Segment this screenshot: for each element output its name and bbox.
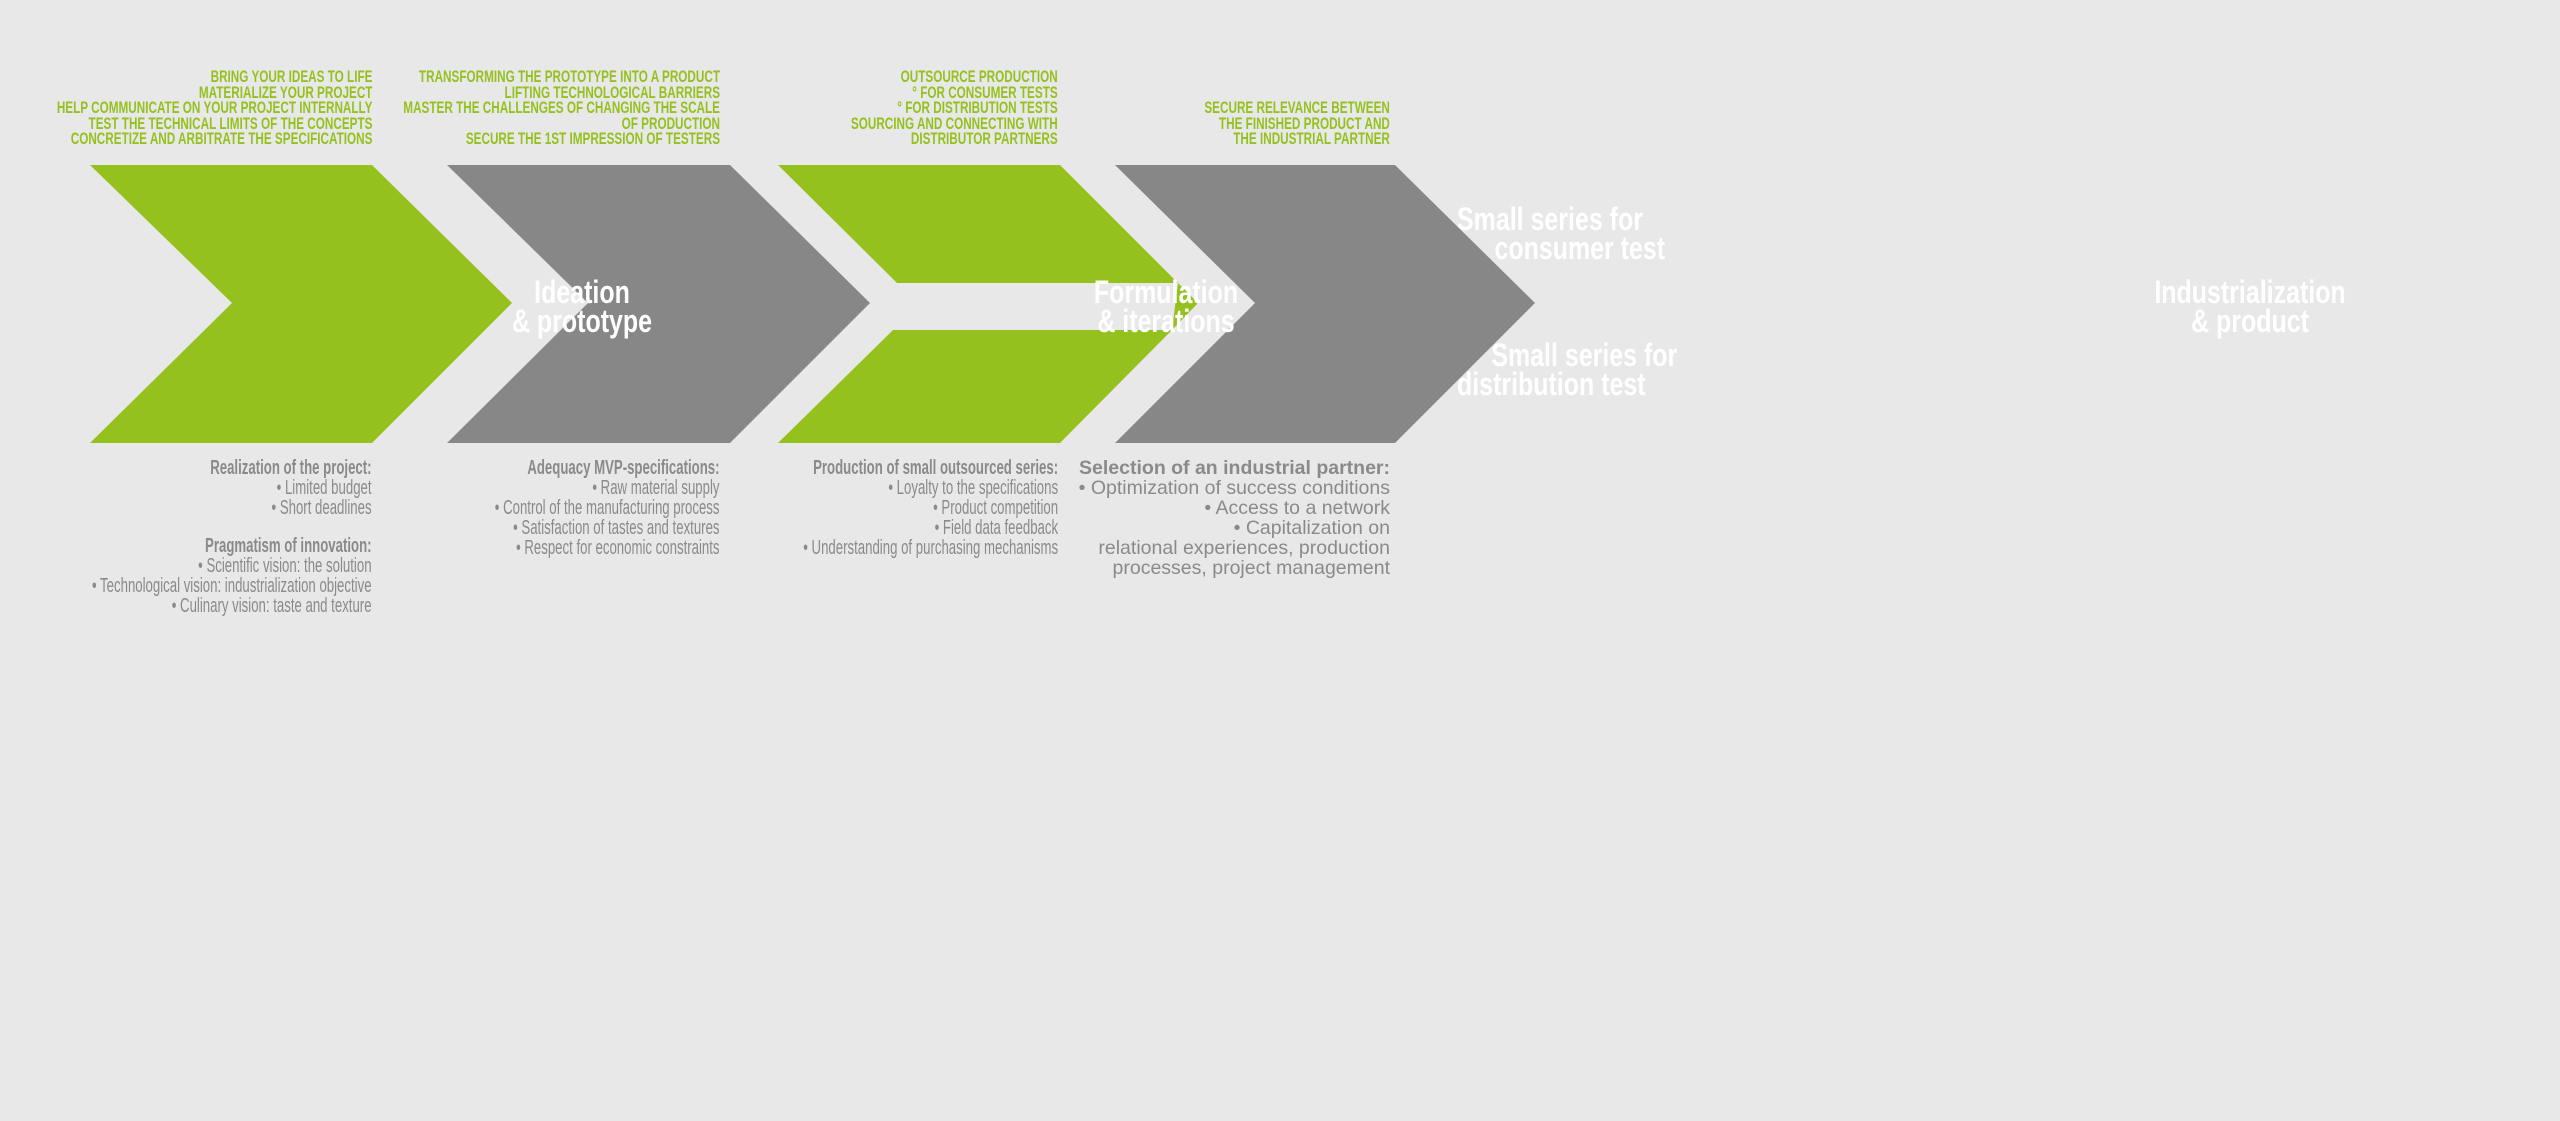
title-line: distribution test — [1457, 366, 1646, 402]
stage-title-consumer-test: Small series for consumer test — [1457, 201, 1666, 266]
detail-item: • Product competition — [933, 497, 1058, 519]
goal: MASTER THE CHALLENGES OF CHANGING THE SC… — [403, 98, 720, 117]
stage-title-industrialization: Industrialization & product — [2154, 274, 2346, 339]
goal: BRING YOUR IDEAS TO LIFE — [210, 67, 372, 86]
details-industrialization: Selection of an industrial partner: • Op… — [1079, 458, 1390, 578]
detail-item: • Capitalization on — [1233, 517, 1390, 539]
details-heading: Adequacy MVP-specifications: — [527, 457, 720, 479]
details-small-series: Production of small outsourced series: •… — [803, 458, 1058, 558]
goals-industrialization: SECURE RELEVANCE BETWEEN THE FINISHED PR… — [1204, 98, 1390, 148]
title-line: Small series for — [1457, 201, 1643, 237]
chevron-formulation — [447, 165, 870, 443]
goal: THE INDUSTRIAL PARTNER — [1233, 129, 1390, 148]
details-heading: Production of small outsourced series: — [813, 457, 1058, 479]
goal: THE FINISHED PRODUCT AND — [1219, 113, 1390, 133]
goal: SECURE RELEVANCE BETWEEN — [1204, 98, 1390, 117]
detail-item: • Field data feedback — [934, 517, 1058, 539]
detail-item: • Respect for economic constraints — [516, 537, 720, 559]
stage-title-ideation: Ideation & prototype — [511, 274, 653, 339]
detail-item: • Culinary vision: taste and texture — [172, 595, 372, 617]
goal: OUTSOURCE PRODUCTION — [900, 67, 1058, 86]
details-heading: Pragmatism of innovation: — [205, 535, 372, 557]
detail-item: • Scientific vision: the solution — [198, 555, 372, 577]
title-line: & iterations — [1097, 303, 1235, 339]
detail-item: • Understanding of purchasing mechanisms — [803, 537, 1058, 559]
detail-item: • Raw material supply — [592, 477, 720, 499]
details-ideation: Realization of the project: • Limited bu… — [92, 458, 372, 616]
goal: ° FOR DISTRIBUTION TESTS — [897, 98, 1058, 117]
details-formulation: Adequacy MVP-specifications: • Raw mater… — [495, 458, 720, 558]
chevron-small-series-consumer — [778, 165, 1198, 303]
details-heading: Selection of an industrial partner: — [1079, 457, 1390, 479]
goal: OF PRODUCTION — [621, 113, 720, 133]
detail-item: • Control of the manufacturing process — [495, 497, 720, 519]
title-line: Ideation — [534, 274, 630, 310]
goal: TEST THE TECHNICAL LIMITS OF THE CONCEPT… — [88, 113, 372, 133]
chevron-tip-sliver — [1172, 283, 1198, 330]
goal: LIFTING TECHNOLOGICAL BARRIERS — [504, 82, 720, 102]
goal: SECURE THE 1ST IMPRESSION OF TESTERS — [465, 129, 720, 148]
goal: SOURCING AND CONNECTING WITH — [851, 113, 1058, 133]
stage-title-distribution-test: Small series for distribution test — [1457, 337, 1678, 402]
title-line: Industrialization — [2154, 274, 2346, 310]
goal: CONCRETIZE AND ARBITRATE THE SPECIFICATI… — [70, 129, 372, 148]
detail-item: • Access to a network — [1204, 497, 1390, 519]
details-heading: Realization of the project: — [210, 457, 372, 479]
detail-item: • Limited budget — [277, 477, 372, 499]
detail-item: • Loyalty to the specifications — [888, 477, 1058, 499]
title-line: Formulation — [1093, 274, 1239, 310]
goal: HELP COMMUNICATE ON YOUR PROJECT INTERNA… — [56, 98, 372, 117]
title-line: & prototype — [511, 303, 653, 339]
goals-small-series: OUTSOURCE PRODUCTION ° FOR CONSUMER TEST… — [851, 67, 1058, 148]
detail-item: • Technological vision: industrializatio… — [92, 575, 372, 597]
detail-item: • Short deadlines — [271, 497, 372, 519]
title-line: & product — [2191, 303, 2309, 339]
chevron-industrialization — [1115, 165, 1535, 443]
detail-item: relational experiences, production — [1098, 537, 1390, 559]
goal: MATERIALIZE YOUR PROJECT — [198, 82, 372, 102]
goals-ideation: BRING YOUR IDEAS TO LIFE MATERIALIZE YOU… — [56, 67, 372, 148]
chevron-ideation — [90, 165, 512, 443]
detail-item: • Optimization of success conditions — [1078, 477, 1390, 499]
goal: DISTRIBUTOR PARTNERS — [911, 129, 1058, 148]
chevron-small-series-distribution — [778, 330, 1172, 443]
goals-formulation: TRANSFORMING THE PROTOTYPE INTO A PRODUC… — [403, 67, 720, 148]
detail-item: processes, project management — [1112, 557, 1390, 579]
stage-title-formulation: Formulation & iterations — [1093, 274, 1239, 339]
title-line: consumer test — [1494, 230, 1666, 266]
title-line: Small series for — [1491, 337, 1678, 373]
goal: TRANSFORMING THE PROTOTYPE INTO A PRODUC… — [418, 67, 720, 86]
detail-item: • Satisfaction of tastes and textures — [513, 517, 720, 539]
goal: ° FOR CONSUMER TESTS — [912, 82, 1058, 102]
